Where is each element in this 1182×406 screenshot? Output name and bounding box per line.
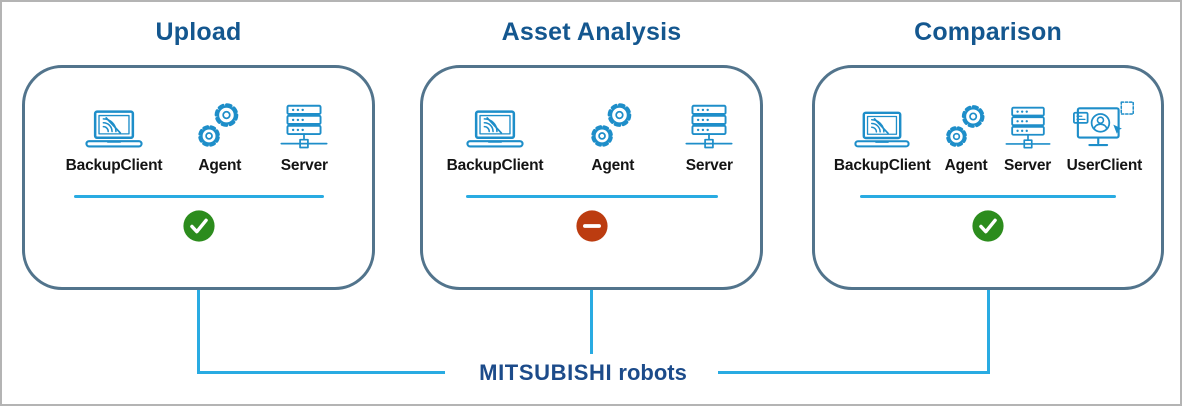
component-backupclient: BackupClient (834, 111, 931, 174)
component-backupclient: BackupClient (447, 110, 544, 174)
brand-label: MITSUBISHI robots (437, 360, 729, 386)
component-server: Server (682, 104, 736, 174)
component-server: Server (1002, 106, 1054, 174)
panel-upload: BackupClient Agent Server (22, 65, 375, 290)
component-row: BackupClient Agent Server UserClient (834, 94, 1142, 174)
gears-icon (589, 100, 636, 151)
panel-title-comparison: Comparison (914, 18, 1062, 46)
panel-comparison: BackupClient Agent Server UserClient (812, 65, 1164, 290)
check-icon (971, 209, 1005, 243)
brand-secondary: robots (618, 360, 687, 385)
check-icon (182, 209, 216, 243)
connector-comparison-vertical (987, 290, 990, 374)
minus-icon (575, 209, 609, 243)
component-label: UserClient (1066, 156, 1143, 174)
component-label: BackupClient (446, 156, 544, 174)
component-userclient: UserClient (1066, 101, 1143, 174)
divider-line (860, 195, 1116, 198)
connector-asset-analysis-vertical (590, 290, 593, 354)
panel-title-upload: Upload (155, 18, 242, 46)
laptop-backup-icon (854, 111, 910, 151)
component-label: Server (1004, 156, 1052, 174)
connector-upload-horizontal (197, 371, 445, 374)
connector-comparison-horizontal (718, 371, 990, 374)
component-label: Agent (944, 156, 988, 174)
component-label: BackupClient (65, 156, 163, 174)
server-icon (277, 104, 331, 151)
component-label: BackupClient (833, 156, 931, 174)
laptop-backup-icon (466, 110, 524, 151)
component-label: Server (280, 156, 328, 174)
component-label: Agent (591, 156, 635, 174)
laptop-backup-icon (85, 110, 143, 151)
component-server: Server (277, 104, 331, 174)
divider-line (465, 195, 718, 198)
component-label: Server (685, 156, 733, 174)
component-agent: Agent (196, 100, 243, 174)
brand-primary: MITSUBISHI (479, 360, 613, 385)
connector-upload-vertical (197, 290, 200, 374)
component-row: BackupClient Agent Server (447, 94, 737, 174)
user-client-icon (1073, 101, 1135, 151)
gears-icon (944, 102, 989, 151)
component-agent: Agent (944, 102, 989, 174)
panel-asset-analysis: BackupClient Agent Server (420, 65, 763, 290)
component-row: BackupClient Agent Server (66, 94, 332, 174)
component-agent: Agent (589, 100, 636, 174)
server-icon (682, 104, 736, 151)
panel-title-asset-analysis: Asset Analysis (501, 18, 682, 46)
server-icon (1002, 106, 1054, 151)
gears-icon (196, 100, 243, 151)
component-backupclient: BackupClient (66, 110, 163, 174)
divider-line (73, 195, 324, 198)
component-label: Agent (198, 156, 242, 174)
